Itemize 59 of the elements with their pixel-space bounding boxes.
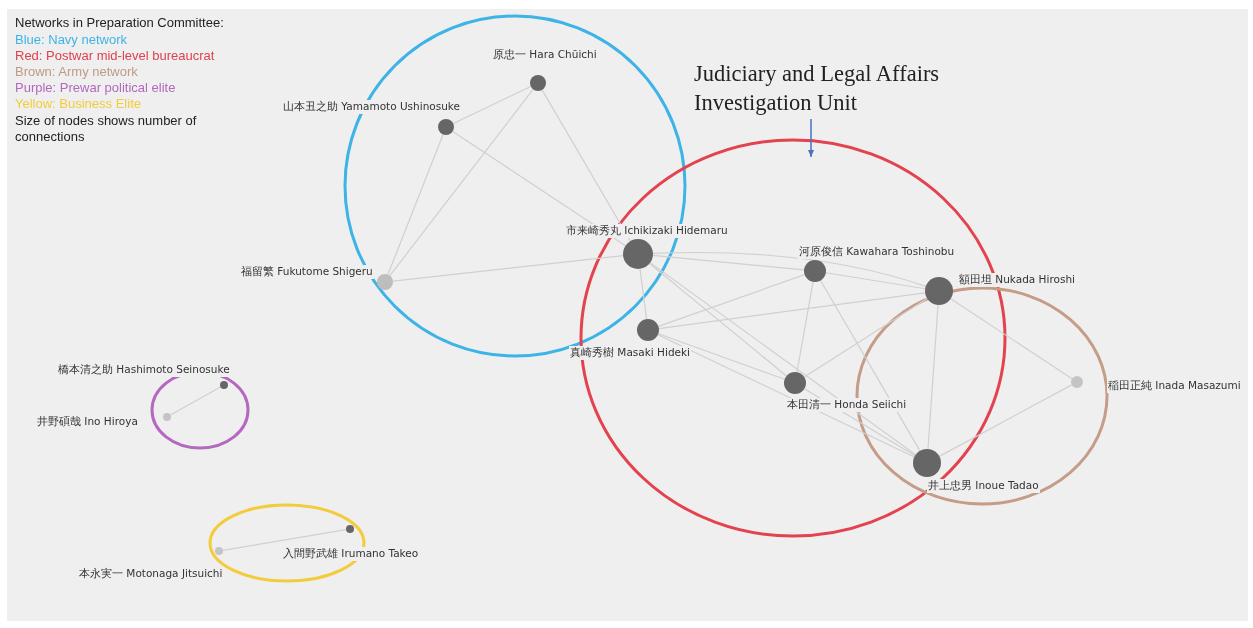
name-label: 市来崎秀丸 Ichikizaki Hidemaru xyxy=(565,224,729,238)
network-node xyxy=(346,525,354,533)
legend-entry: Purple: Prewar political elite xyxy=(15,80,176,95)
name-label: 井野碩哉 Ino Hiroya xyxy=(36,415,139,429)
connection-line xyxy=(389,88,534,277)
network-node xyxy=(377,274,393,290)
connection-line xyxy=(652,251,927,288)
connection-line xyxy=(657,274,806,327)
connection-line xyxy=(452,130,627,247)
name-label: 原忠一 Hara Chūichi xyxy=(492,48,598,62)
connection-line xyxy=(658,292,926,330)
network-node xyxy=(784,372,806,394)
annotation-text: Judiciary and Legal Affairs Investigation Unit xyxy=(694,59,946,117)
connection-line xyxy=(452,85,532,125)
network-node xyxy=(623,239,653,269)
name-label: 河原俊信 Kawahara Toshinobu xyxy=(798,245,956,259)
name-label: 福留繁 Fukutome Shigeru xyxy=(240,265,374,279)
name-label: 橋本清之助 Hashimoto Seinosuke xyxy=(57,363,231,377)
legend-title: Networks in Preparation Committee: xyxy=(15,15,224,30)
name-label: 山本丑之助 Yamamoto Ushinosuke xyxy=(282,100,462,114)
connection-line xyxy=(825,272,926,290)
connection-line xyxy=(649,262,917,456)
network-node xyxy=(163,413,171,421)
network-node xyxy=(804,260,826,282)
name-label: 本田清一 Honda Seiichi xyxy=(786,398,908,412)
name-label: 額田坦 Nukada Hiroshi xyxy=(958,273,1076,287)
connection-line xyxy=(950,298,1073,380)
network-node xyxy=(438,119,454,135)
name-label: 入間野武雄 Irumano Takeo xyxy=(282,547,420,561)
name-label: 真崎秀樹 Masaki Hideki xyxy=(569,346,691,360)
connection-line xyxy=(652,254,805,271)
connection-line xyxy=(541,89,632,242)
arrow xyxy=(808,118,814,158)
connection-line xyxy=(649,262,788,377)
connection-line xyxy=(938,384,1073,457)
legend-entry: Blue: Navy network xyxy=(15,32,127,47)
connection-line xyxy=(796,281,814,373)
name-label: 本永実一 Motonaga Jitsuichi xyxy=(78,567,224,581)
network-node xyxy=(637,319,659,341)
connection-line xyxy=(927,304,939,450)
network-node xyxy=(530,75,546,91)
connection-line xyxy=(657,333,786,380)
name-label: 稲田正純 Inada Masazumi xyxy=(1107,379,1242,393)
network-node xyxy=(1071,376,1083,388)
network-node xyxy=(215,547,223,555)
connection-line xyxy=(639,268,648,320)
legend-entry: Red: Postwar mid-level bureaucrat xyxy=(15,48,215,63)
connection-line xyxy=(387,133,444,276)
connection-line xyxy=(222,529,347,551)
network-node xyxy=(925,277,953,305)
legend-entry: Brown: Army network xyxy=(15,64,138,79)
legend-note: Size of nodes shows number of connections xyxy=(15,113,198,145)
connection-line xyxy=(392,255,624,282)
connection-line xyxy=(803,297,928,378)
connection-line xyxy=(819,279,921,452)
network-node xyxy=(220,381,228,389)
legend-entry: Yellow: Business Elite xyxy=(15,96,141,111)
network-node xyxy=(913,449,941,477)
name-label: 井上忠男 Inoue Tadao xyxy=(927,479,1040,493)
